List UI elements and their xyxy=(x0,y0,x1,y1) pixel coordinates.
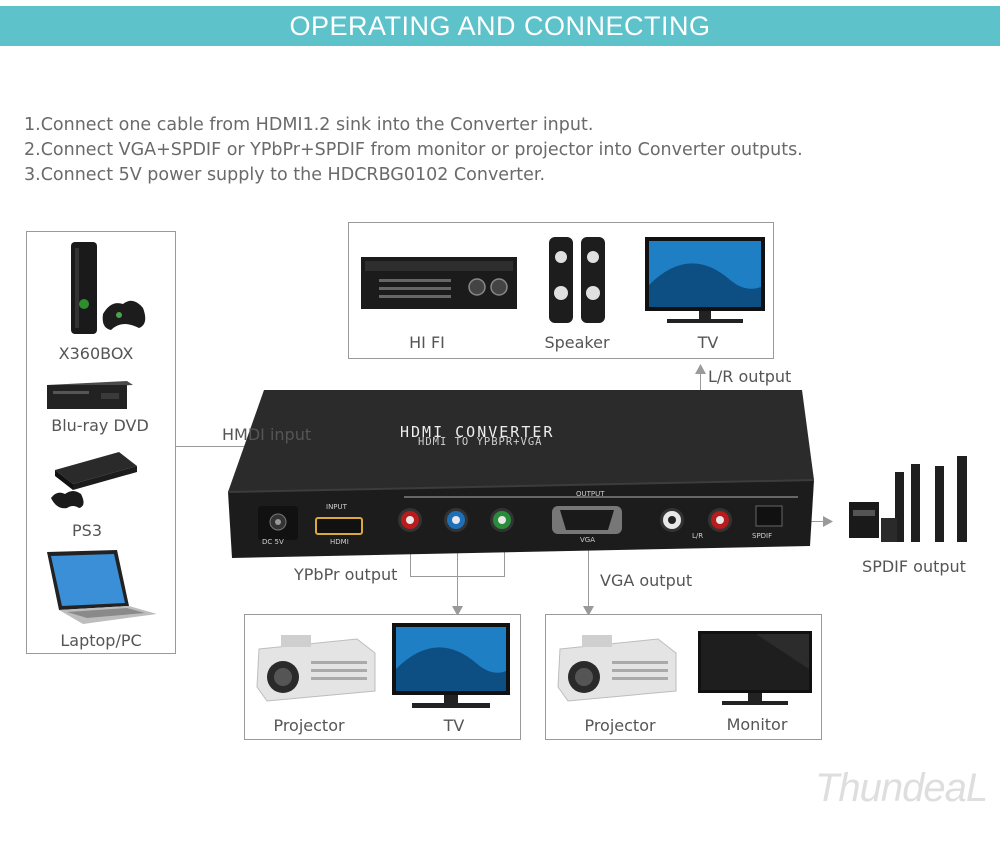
ypbpr-target-label-tv: TV xyxy=(443,716,465,735)
ypbpr-connector-left xyxy=(410,540,411,576)
device-title: HDMI CONVERTER xyxy=(400,423,555,441)
audio-targets-box: HI FI Speaker TV xyxy=(348,222,774,359)
step-1: 1.Connect one cable from HDMI1.2 sink in… xyxy=(24,115,594,135)
source-label-xbox: X360BOX xyxy=(58,344,134,363)
hdmi-input-label: HMDI input xyxy=(222,425,312,444)
brand-watermark: ThundeaL xyxy=(815,766,988,810)
page-title: OPERATING AND CONNECTING xyxy=(289,11,711,41)
vga-target-label-projector: Projector xyxy=(584,716,656,735)
speaker-pair-icon xyxy=(549,237,605,323)
tv-icon xyxy=(392,623,510,708)
page-title-banner: OPERATING AND CONNECTING xyxy=(0,6,1000,46)
ps3-console-icon xyxy=(51,452,137,509)
instruction-steps: 1.Connect one cable from HDMI1.2 sink in… xyxy=(24,113,803,188)
ypbpr-arrow-icon xyxy=(452,606,463,616)
port-label-dc: DC 5V xyxy=(262,538,284,546)
bluray-player-icon xyxy=(47,381,133,409)
ypbpr-output-label: YPbPr output xyxy=(294,565,398,584)
lr-output-label: L/R output xyxy=(708,367,792,386)
step-3: 3.Connect 5V power supply to the HDCRBG0… xyxy=(24,165,546,185)
step-2: 2.Connect VGA+SPDIF or YPbPr+SPDIF from … xyxy=(24,140,803,160)
xbox-console-icon xyxy=(71,242,146,334)
source-label-laptop: Laptop/PC xyxy=(60,631,142,650)
audio-label-hifi: HI FI xyxy=(409,333,445,352)
hifi-amplifier-icon xyxy=(361,257,517,309)
hdmi-converter-device xyxy=(227,390,815,558)
port-label-input: INPUT xyxy=(326,503,347,511)
port-label-output: OUTPUT xyxy=(576,490,605,498)
ypbpr-targets-box: Projector TV xyxy=(244,614,521,740)
vga-targets-box: Projector Monitor xyxy=(545,614,822,740)
lr-arrow-icon xyxy=(695,364,706,374)
ypbpr-connector-right xyxy=(504,540,505,576)
home-theater-speakers-icon xyxy=(849,456,967,542)
projector-icon xyxy=(557,635,677,702)
spdif-output-label: SPDIF output xyxy=(862,557,966,576)
tv-icon xyxy=(645,237,765,323)
port-label-vga: VGA xyxy=(580,536,596,544)
port-label-hdmi: HDMI xyxy=(330,538,349,546)
laptop-icon xyxy=(47,550,157,624)
vga-output-label: VGA output xyxy=(600,571,693,590)
monitor-icon xyxy=(698,631,812,705)
ypbpr-target-label-projector: Projector xyxy=(273,716,345,735)
port-label-lr: L/R xyxy=(692,532,704,540)
device-subtitle: HDMI TO YPBPR+VGA xyxy=(418,436,543,448)
source-label-bluray: Blu-ray DVD xyxy=(51,416,149,435)
vga-target-label-monitor: Monitor xyxy=(726,715,788,734)
vga-connector-v xyxy=(588,540,589,608)
port-label-spdif: SPDIF xyxy=(752,532,773,540)
audio-label-speaker: Speaker xyxy=(544,333,610,352)
audio-label-tv: TV xyxy=(697,333,719,352)
projector-icon xyxy=(256,635,376,702)
vga-arrow-icon xyxy=(583,606,594,616)
ypbpr-connector-mid xyxy=(457,540,458,608)
source-devices-box: X360BOX Blu-ray DVD PS3 Laptop/PC xyxy=(26,231,176,654)
spdif-arrow-icon xyxy=(823,516,833,527)
source-label-ps3: PS3 xyxy=(72,521,102,540)
